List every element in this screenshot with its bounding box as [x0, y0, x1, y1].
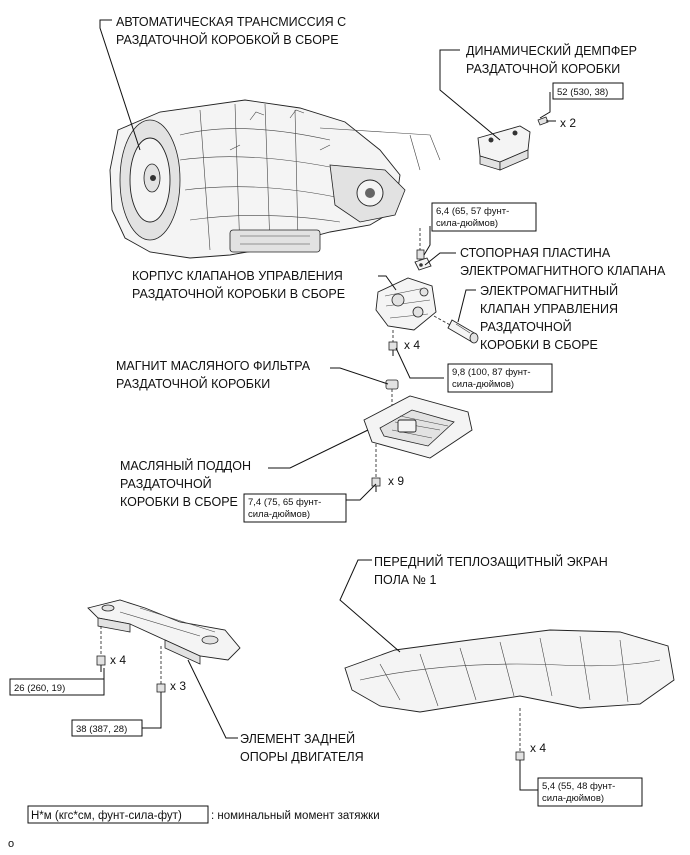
valve-body-torque-box [447, 363, 553, 393]
valve-body-quantity: x 4 [404, 338, 420, 352]
lock-plate-label-line-1: СТОПОРНАЯ ПЛАСТИНА [460, 246, 611, 260]
damper-label: ДИНАМИЧЕСКИЙ ДЕМПФЕР РАЗДАТОЧНОЙ КОРОБКИ [466, 43, 637, 76]
leader-lines [99, 19, 551, 791]
lock-plate-torque: 6,4 (65, 57 фунт- сила-дюймов) [431, 202, 537, 232]
oil-pan-label-line-3: КОРОБКИ В СБОРЕ [120, 495, 238, 509]
oil-pan-torque-line-1: 7,4 (75, 65 фунт- [248, 497, 321, 508]
heat-shield-torque-line-2: сила-дюймов) [542, 793, 604, 804]
valve-body-label-line-1: КОРПУС КЛАПАНОВ УПРАВЛЕНИЯ [132, 269, 343, 283]
damper-label-line-2: РАЗДАТОЧНОЙ КОРОБКИ [466, 61, 620, 76]
dynamic-damper-illustration [477, 116, 556, 171]
oil-pan-label-line-1: МАСЛЯНЫЙ ПОДДОН [120, 458, 251, 473]
oil-pan-label-line-2: РАЗДАТОЧНОЙ [120, 476, 212, 491]
legend-unit-box [27, 805, 209, 824]
solenoid-label-line-4: КОРОБКИ В СБОРЕ [480, 338, 598, 352]
footer-mark: o [8, 838, 14, 850]
mount-b-quantity: x 3 [170, 679, 186, 693]
heat-shield-label-line-1: ПЕРЕДНИЙ ТЕПЛОЗАЩИТНЫЙ ЭКРАН [374, 554, 608, 569]
lock-plate-torque-line-2: сила-дюймов) [436, 218, 498, 229]
solenoid-label-line-3: РАЗДАТОЧНОЙ [480, 319, 572, 334]
solenoid-valve-illustration [433, 315, 479, 344]
valve-body-torque-line-2: сила-дюймов) [452, 379, 514, 390]
solenoid-label-line-2: КЛАПАН УПРАВЛЕНИЯ [480, 302, 618, 316]
magnet-label-line-1: МАГНИТ МАСЛЯНОГО ФИЛЬТРА [116, 359, 311, 373]
engine-mount-label-line-2: ОПОРЫ ДВИГАТЕЛЯ [240, 750, 364, 764]
transmission-label-line-2: РАЗДАТОЧНОЙ КОРОБКОЙ В СБОРЕ [116, 32, 339, 47]
lock-plate-torque-box [431, 202, 537, 232]
heat-shield-illustration [344, 629, 675, 764]
valve-body-illustration [375, 277, 437, 356]
legend-unit: Н*м (кгс*см, фунт-сила-фут) [31, 810, 182, 822]
magnet-label: МАГНИТ МАСЛЯНОГО ФИЛЬТРА РАЗДАТОЧНОЙ КОР… [116, 359, 311, 391]
torque-legend: Н*м (кгс*см, фунт-сила-фут) : номинальны… [27, 805, 380, 824]
mount-b-torque-text: 38 (387, 28) [76, 724, 127, 735]
valve-body-torque: x 4 9,8 (100, 87 фунт- сила-дюймов) [404, 338, 553, 393]
mount-b-torque-box [71, 719, 143, 737]
valve-body-torque-line-1: 9,8 (100, 87 фунт- [452, 367, 531, 378]
damper-quantity: x 2 [560, 116, 576, 130]
mount-a-torque: x 4 26 (260, 19) [9, 653, 126, 696]
transmission-label: АВТОМАТИЧЕСКАЯ ТРАНСМИССИЯ С РАЗДАТОЧНОЙ… [116, 15, 346, 47]
heat-shield-label-line-2: ПОЛА № 1 [374, 573, 436, 587]
lock-plate-label: СТОПОРНАЯ ПЛАСТИНА ЭЛЕКТРОМАГНИТНОГО КЛА… [460, 246, 666, 278]
lock-plate-illustration [414, 228, 432, 271]
transmission-assembly-illustration [109, 99, 441, 259]
engine-mount-label: ЭЛЕМЕНТ ЗАДНЕЙ ОПОРЫ ДВИГАТЕЛЯ [240, 731, 364, 764]
magnet-label-line-2: РАЗДАТОЧНОЙ КОРОБКИ [116, 376, 270, 391]
oil-pan-torque-box [243, 493, 347, 523]
valve-body-label: КОРПУС КЛАПАНОВ УПРАВЛЕНИЯ РАЗДАТОЧНОЙ К… [132, 269, 345, 301]
transmission-label-line-1: АВТОМАТИЧЕСКАЯ ТРАНСМИССИЯ С [116, 15, 346, 29]
mount-a-quantity: x 4 [110, 653, 126, 667]
lock-plate-label-line-2: ЭЛЕКТРОМАГНИТНОГО КЛАПАНА [460, 264, 666, 278]
lock-plate-torque-line-1: 6,4 (65, 57 фунт- [436, 206, 509, 217]
oil-pan-torque: x 9 7,4 (75, 65 фунт- сила-дюймов) [243, 474, 404, 523]
solenoid-label-line-1: ЭЛЕКТРОМАГНИТНЫЙ [480, 283, 618, 298]
engine-mount-label-line-1: ЭЛЕМЕНТ ЗАДНЕЙ [240, 731, 355, 746]
oil-pan-label: МАСЛЯНЫЙ ПОДДОН РАЗДАТОЧНОЙ КОРОБКИ В СБ… [120, 458, 251, 509]
damper-label-line-1: ДИНАМИЧЕСКИЙ ДЕМПФЕР [466, 43, 637, 58]
oil-pan-torque-line-2: сила-дюймов) [248, 509, 310, 520]
damper-torque-text: 52 (530, 38) [557, 87, 608, 98]
damper-torque: 52 (530, 38) x 2 [552, 82, 624, 130]
valve-body-label-line-2: РАЗДАТОЧНОЙ КОРОБКИ В СБОРЕ [132, 286, 345, 301]
mount-b-torque: x 3 38 (387, 28) [71, 679, 186, 737]
heat-shield-torque-line-1: 5,4 (55, 48 фунт- [542, 781, 615, 792]
oil-magnet-illustration [385, 379, 399, 405]
engine-mount-illustration [87, 599, 241, 698]
heat-shield-label: ПЕРЕДНИЙ ТЕПЛОЗАЩИТНЫЙ ЭКРАН ПОЛА № 1 [374, 554, 608, 587]
legend-text: : номинальный момент затяжки [211, 810, 380, 822]
mount-a-torque-box [9, 678, 105, 696]
heat-shield-torque: x 4 5,4 (55, 48 фунт- сила-дюймов) [530, 741, 643, 807]
heat-shield-quantity: x 4 [530, 741, 546, 755]
heat-shield-torque-box [537, 777, 643, 807]
solenoid-label: ЭЛЕКТРОМАГНИТНЫЙ КЛАПАН УПРАВЛЕНИЯ РАЗДА… [480, 283, 618, 352]
oil-pan-quantity: x 9 [388, 474, 404, 488]
damper-torque-box [552, 82, 624, 100]
oil-pan-illustration [363, 395, 473, 492]
mount-a-torque-text: 26 (260, 19) [14, 683, 65, 694]
